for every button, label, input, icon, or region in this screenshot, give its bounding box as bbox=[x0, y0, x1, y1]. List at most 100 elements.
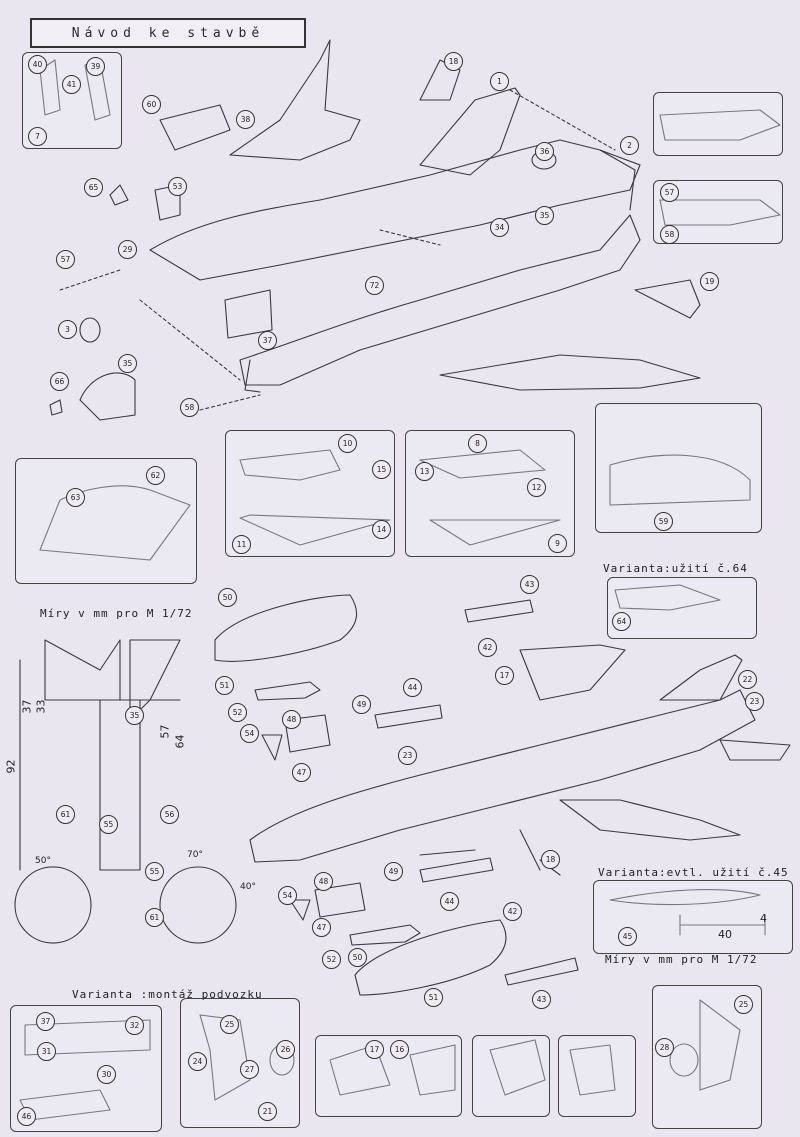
dimension-64: 64 bbox=[173, 734, 187, 749]
part-callout-25b: 25 bbox=[734, 995, 753, 1014]
part-callout-43b: 43 bbox=[532, 990, 551, 1009]
fin-half-left bbox=[229, 39, 361, 161]
variant-45-label: Varianta:evtl. užití č.45 bbox=[598, 866, 789, 879]
part-callout-10: 10 bbox=[338, 434, 357, 453]
gear-panel-5-drawing bbox=[569, 1044, 616, 1096]
part-callout-37: 37 bbox=[258, 331, 277, 350]
drop-tank-50b bbox=[354, 919, 507, 996]
wing-parts-right bbox=[419, 449, 561, 546]
part-callout-35b: 35 bbox=[535, 206, 554, 225]
part-callout-65: 65 bbox=[84, 178, 103, 197]
part-callout-49b: 49 bbox=[384, 862, 403, 881]
part-callout-59: 59 bbox=[654, 512, 673, 531]
drop-tank-50 bbox=[214, 594, 358, 662]
upper-fuselage-half bbox=[149, 139, 641, 281]
dimension-40: 40 bbox=[718, 928, 732, 941]
part-callout-57: 57 bbox=[56, 250, 75, 269]
part-callout-13: 13 bbox=[415, 462, 434, 481]
inset-tail-b-drawing bbox=[659, 199, 781, 226]
part-callout-3: 3 bbox=[58, 320, 77, 339]
part-callout-53: 53 bbox=[168, 177, 187, 196]
part-callout-56: 56 bbox=[160, 805, 179, 824]
part-callout-52: 52 bbox=[228, 703, 247, 722]
wing-upper-assembled bbox=[519, 644, 626, 701]
part-callout-44b: 44 bbox=[440, 892, 459, 911]
instruction-title-box: Návod ke stavbě bbox=[30, 18, 306, 48]
part-callout-54b: 54 bbox=[278, 886, 297, 905]
part-callout-42: 42 bbox=[478, 638, 497, 657]
gear-panel-3-drawing bbox=[329, 1044, 456, 1096]
cockpit-panel-left bbox=[15, 458, 197, 584]
dimensions-title-1: Míry v mm pro M 1/72 bbox=[40, 607, 193, 620]
dimension-37: 37 bbox=[20, 699, 34, 714]
variant-64-panel bbox=[607, 577, 757, 639]
wing-parts-panel-right bbox=[405, 430, 575, 557]
part-callout-35: 35 bbox=[118, 354, 137, 373]
part-callout-18b: 18 bbox=[541, 850, 560, 869]
wheel-dim-right bbox=[159, 866, 237, 944]
part-callout-26: 26 bbox=[276, 1040, 295, 1059]
part-callout-51b: 51 bbox=[424, 988, 443, 1007]
cockpit-panel-right bbox=[609, 454, 751, 506]
dimension-33: 33 bbox=[34, 699, 48, 714]
part-37-block bbox=[224, 289, 273, 339]
angle-50: 50° bbox=[35, 856, 51, 866]
part-callout-23b: 23 bbox=[745, 692, 764, 711]
part-callout-28: 28 bbox=[655, 1038, 674, 1057]
part-callout-55b: 55 bbox=[145, 862, 164, 881]
part-callout-35c: 35 bbox=[125, 706, 144, 725]
part-callout-55: 55 bbox=[99, 815, 118, 834]
part-callout-52b: 52 bbox=[322, 950, 341, 969]
variant-gear-label: Varianta :montáž podvozku bbox=[72, 988, 263, 1001]
part-callout-54: 54 bbox=[240, 724, 259, 743]
part-callout-1: 1 bbox=[490, 72, 509, 91]
gear-panel-5 bbox=[558, 1035, 636, 1117]
rocket-52 bbox=[254, 681, 321, 701]
dimension-4: 4 bbox=[760, 912, 767, 925]
part-callout-51: 51 bbox=[215, 676, 234, 695]
vertical-fin bbox=[419, 87, 521, 176]
angle-70: 70° bbox=[187, 850, 203, 860]
dimension-tail-drawing bbox=[44, 639, 141, 871]
part-callout-17: 17 bbox=[495, 666, 514, 685]
part-callout-44: 44 bbox=[403, 678, 422, 697]
seat-60 bbox=[159, 104, 231, 151]
part-callout-47: 47 bbox=[292, 763, 311, 782]
part-callout-39: 39 bbox=[86, 57, 105, 76]
part-callout-72: 72 bbox=[365, 276, 384, 295]
gear-panel-3 bbox=[315, 1035, 462, 1117]
part-callout-11: 11 bbox=[232, 535, 251, 554]
lower-fuselage-half bbox=[239, 214, 641, 386]
pylon-43 bbox=[464, 599, 534, 623]
part-callout-63: 63 bbox=[66, 488, 85, 507]
part-65 bbox=[109, 184, 129, 206]
wing-lower bbox=[439, 354, 701, 391]
part-callout-48b: 48 bbox=[314, 872, 333, 891]
part-callout-38: 38 bbox=[236, 110, 255, 129]
part-callout-47b: 47 bbox=[312, 918, 331, 937]
wing-parts-left bbox=[239, 449, 391, 546]
tail-inset-panel-a bbox=[653, 92, 783, 156]
part-callout-58: 58 bbox=[180, 398, 199, 417]
part-callout-19: 19 bbox=[700, 272, 719, 291]
part-callout-22: 22 bbox=[738, 670, 757, 689]
part-callout-27: 27 bbox=[240, 1060, 259, 1079]
gear-panel-6-drawing bbox=[669, 999, 741, 1091]
part-callout-9: 9 bbox=[548, 534, 567, 553]
part-callout-46: 46 bbox=[17, 1107, 36, 1126]
nose-cone-35 bbox=[79, 372, 136, 421]
part-callout-49: 49 bbox=[352, 695, 371, 714]
angle-40: 40° bbox=[240, 882, 256, 892]
fuselage-assembled bbox=[249, 689, 756, 863]
part-callout-34: 34 bbox=[490, 218, 509, 237]
part-callout-24: 24 bbox=[188, 1052, 207, 1071]
pylon-44b bbox=[419, 857, 494, 883]
part-callout-50b: 50 bbox=[348, 948, 367, 967]
part-callout-15: 15 bbox=[372, 460, 391, 479]
gear-panel-4-drawing bbox=[489, 1039, 546, 1096]
fin-assembled bbox=[659, 654, 743, 701]
part-callout-64: 64 bbox=[612, 612, 631, 631]
part-callout-31: 31 bbox=[37, 1042, 56, 1061]
stabilizer-assembled bbox=[719, 739, 791, 761]
